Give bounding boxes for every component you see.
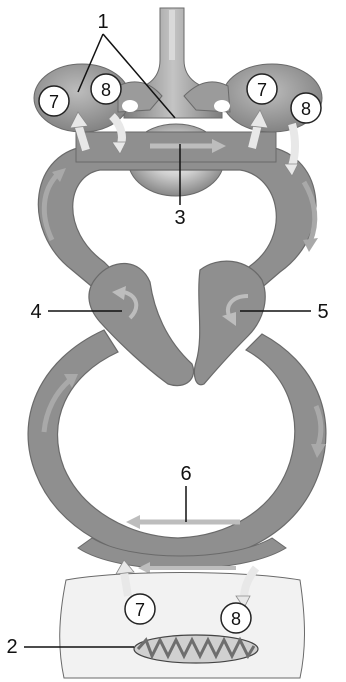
bulb-hole-left (122, 100, 138, 112)
tissue-cell (60, 573, 305, 679)
label-6: 6 (180, 463, 191, 485)
label-8-top-right: 8 (301, 99, 311, 119)
label-7-top-right: 7 (257, 80, 267, 100)
heart (89, 261, 265, 385)
exchange-arrow-top-right-in (292, 124, 295, 166)
label-5: 5 (317, 301, 328, 323)
label-2: 2 (6, 636, 17, 658)
label-8-top-left: 8 (101, 80, 111, 100)
label-7-bottom: 7 (135, 600, 145, 620)
label-3: 3 (174, 207, 185, 229)
label-4: 4 (30, 301, 41, 323)
chamber-right (194, 261, 265, 385)
label-1: 1 (97, 11, 108, 33)
bulb-hole-right (214, 100, 230, 112)
label-7-top-left: 7 (49, 92, 59, 112)
label-8-bottom: 8 (231, 609, 241, 629)
chamber-left (89, 263, 194, 385)
exchange-arrow-bottom-out (124, 572, 128, 596)
